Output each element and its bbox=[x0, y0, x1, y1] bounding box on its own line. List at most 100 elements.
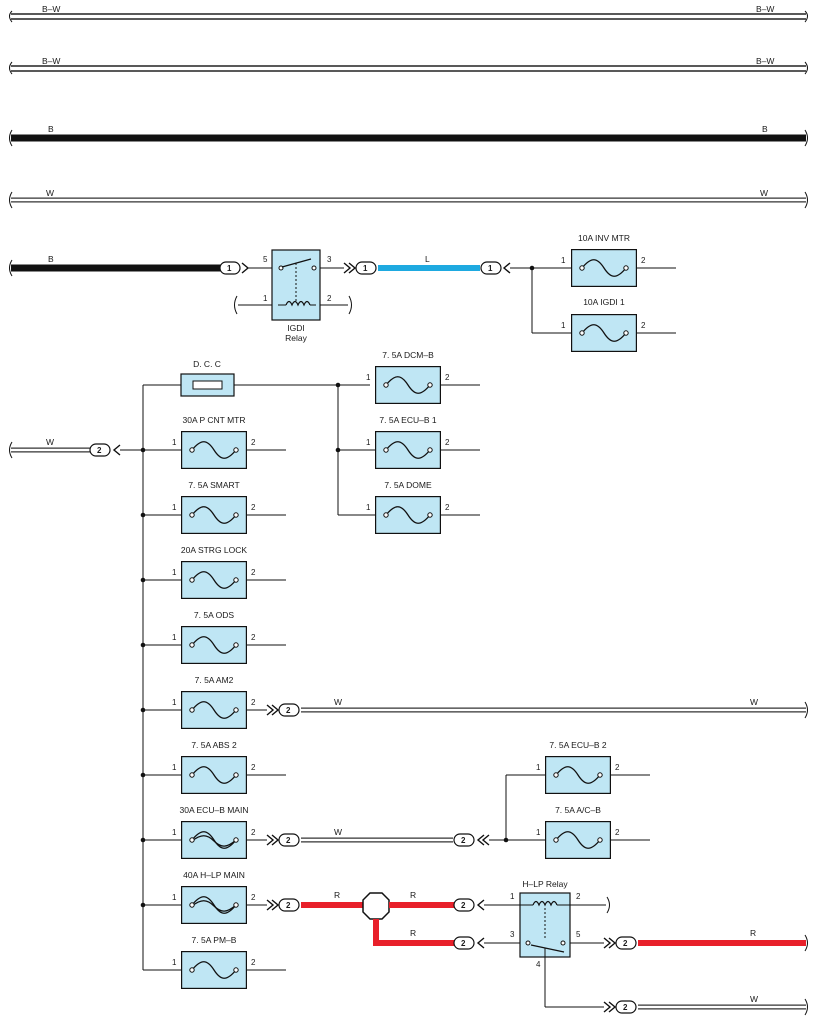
connector-2e-icon bbox=[278, 898, 300, 912]
fuse-ac-b-name: 7. 5A A/C–B bbox=[555, 805, 601, 815]
igdi-conn-right-label: 1 bbox=[488, 264, 493, 273]
igdi-row: B 1 5 3 1 2 IGDI Relay 1 L 1 bbox=[9, 249, 572, 343]
fuse-smart-name: 7. 5A SMART bbox=[188, 480, 239, 490]
fuse-dome-name: 7. 5A DOME bbox=[384, 480, 432, 490]
igdi-pin-1: 1 bbox=[263, 294, 268, 303]
fuse-p-cnt-mtr-name: 30A P CNT MTR bbox=[183, 415, 246, 425]
fuse-ods-name: 7. 5A ODS bbox=[194, 610, 234, 620]
fuse-am2-name: 7. 5A AM2 bbox=[195, 675, 234, 685]
igdi-pin-3: 3 bbox=[327, 255, 332, 264]
fuse-abs-2-pin1: 1 bbox=[172, 763, 177, 772]
connector-2f-icon bbox=[453, 898, 475, 912]
bus-w-right-label: W bbox=[760, 188, 768, 198]
fuse-ecu-b2-pin1: 1 bbox=[536, 763, 541, 772]
fuse-dcm-b-name: 7. 5A DCM–B bbox=[382, 350, 434, 360]
connector-1b-icon bbox=[355, 261, 377, 275]
bus-b-right-label: B bbox=[762, 124, 768, 134]
igdi-pin-2: 2 bbox=[327, 294, 332, 303]
igdi-relay-name-1: IGDI bbox=[287, 323, 304, 333]
fuse-ecu-b-main-name: 30A ECU–B MAIN bbox=[180, 805, 249, 815]
fuse-ods: 7. 5A ODS 1 2 bbox=[140, 610, 286, 664]
fuse-pm-b-name: 7. 5A PM–B bbox=[192, 935, 237, 945]
fuse-am2-pin1: 1 bbox=[172, 698, 177, 707]
fuse-h-lp-main-pin2: 2 bbox=[251, 893, 256, 902]
splice-point-icon bbox=[362, 892, 390, 920]
fuse-smart-pin1: 1 bbox=[172, 503, 177, 512]
fuse-p-cnt-mtr: 30A P CNT MTR 1 2 bbox=[172, 415, 286, 469]
fuse-pm-b: 7. 5A PM–B 1 2 bbox=[143, 935, 286, 989]
fuse-ecu-b1-name: 7. 5A ECU–B 1 bbox=[379, 415, 436, 425]
ecub-wire-label: W bbox=[334, 827, 342, 837]
hlp-pin-3: 3 bbox=[510, 930, 515, 939]
hlp-section: 2 R R R 2 2 H–LP Relay 1 2 3 4 5 bbox=[278, 879, 808, 1016]
igdi-pin-5: 5 bbox=[263, 255, 268, 264]
main-bus bbox=[142, 382, 370, 970]
bus-w-left-label: W bbox=[46, 188, 54, 198]
fuse-abs-2-pin2: 2 bbox=[251, 763, 256, 772]
ecub-conn-b-label: 2 bbox=[461, 836, 466, 845]
fuse-strg-lock-pin2: 2 bbox=[251, 568, 256, 577]
fuse-inv-mtr: 10A INV MTR 1 2 bbox=[561, 233, 676, 287]
fuse-am2-pin2: 2 bbox=[251, 698, 256, 707]
am2-wire-left-label: W bbox=[334, 697, 342, 707]
fuse-p-cnt-mtr-pin2: 2 bbox=[251, 438, 256, 447]
hlp-wire-r-out-label: R bbox=[750, 928, 756, 938]
fuse-pm-b-pin1: 1 bbox=[172, 958, 177, 967]
hlp-pin-1: 1 bbox=[510, 892, 515, 901]
fuse-dome: 7. 5A DOME 1 2 bbox=[338, 480, 480, 534]
connector-2-icon bbox=[89, 443, 111, 457]
igdi-relay-name-2: Relay bbox=[285, 333, 307, 343]
igdi-conn-mid-label: 1 bbox=[363, 264, 368, 273]
fuse-igdi-1-pin1: 1 bbox=[561, 321, 566, 330]
bus-bw-2-right-label: B–W bbox=[756, 56, 774, 66]
fuse-igdi-1-pin2: 2 bbox=[641, 321, 646, 330]
am2-conn-label: 2 bbox=[286, 706, 291, 715]
hlp-conn-b-label: 2 bbox=[461, 939, 466, 948]
fuse-strg-lock: 20A STRG LOCK 1 2 bbox=[140, 545, 286, 599]
fuse-ods-pin2: 2 bbox=[251, 633, 256, 642]
fuse-ecu-b2-name: 7. 5A ECU–B 2 bbox=[549, 740, 606, 750]
bus-b: B B bbox=[9, 124, 808, 147]
bus-bw-1: B–W B–W bbox=[9, 4, 808, 23]
connector-2d-icon bbox=[453, 833, 475, 847]
connector-1-icon bbox=[219, 261, 241, 275]
fuse-smart: 7. 5A SMART 1 2 bbox=[140, 480, 286, 534]
fuse-abs-2-name: 7. 5A ABS 2 bbox=[191, 740, 237, 750]
fuse-smart-pin2: 2 bbox=[251, 503, 256, 512]
hlp-wire-r3-label: R bbox=[410, 928, 416, 938]
fuse-dcm-b: 7. 5A DCM–B 1 2 bbox=[366, 350, 480, 404]
hlp-conn-a-label: 2 bbox=[461, 901, 466, 910]
hlp-pin-5: 5 bbox=[576, 930, 581, 939]
fuse-strg-lock-pin1: 1 bbox=[172, 568, 177, 577]
bus-b-left-label: B bbox=[48, 124, 54, 134]
hlp-pin-2: 2 bbox=[576, 892, 581, 901]
fuse-ecu-b-main: 30A ECU–B MAIN 1 2 2 W 2 bbox=[140, 774, 545, 859]
hlp-relay-name: H–LP Relay bbox=[522, 879, 568, 889]
bus-bw-2: B–W B–W bbox=[9, 56, 808, 75]
fuse-abs-2: 7. 5A ABS 2 1 2 bbox=[140, 740, 286, 794]
feed-wire-w: W 2 bbox=[9, 437, 181, 459]
fuse-dcc-name: D. C. C bbox=[193, 359, 221, 369]
hlp-wire-r2-label: R bbox=[410, 890, 416, 900]
fuse-dome-pin1: 1 bbox=[366, 503, 371, 512]
connector-2c-icon bbox=[278, 833, 300, 847]
fuse-dcm-b-pin2: 2 bbox=[445, 373, 450, 382]
feed-wire-label: W bbox=[46, 437, 54, 447]
hlp-pin-4: 4 bbox=[536, 960, 541, 969]
fuse-ecu-b-main-pin2: 2 bbox=[251, 828, 256, 837]
fuse-ecu-b1-pin1: 1 bbox=[366, 438, 371, 447]
fuse-ecu-b2-pin2: 2 bbox=[615, 763, 620, 772]
am2-wire-right-label: W bbox=[750, 697, 758, 707]
fuse-p-cnt-mtr-pin1: 1 bbox=[172, 438, 177, 447]
bus-bw-2-left-label: B–W bbox=[42, 56, 60, 66]
fuse-dcc: D. C. C bbox=[180, 359, 235, 397]
fuse-igdi-1-name: 10A IGDI 1 bbox=[583, 297, 625, 307]
fuse-h-lp-main-name: 40A H–LP MAIN bbox=[183, 870, 245, 880]
fuse-igdi-1: 10A IGDI 1 1 2 bbox=[561, 297, 676, 352]
fuse-ecu-b2: 7. 5A ECU–B 2 1 2 bbox=[536, 740, 650, 794]
bus-w: W W bbox=[9, 188, 808, 209]
igdi-conn-in-label: 1 bbox=[227, 264, 232, 273]
bus-bw-1-right-label: B–W bbox=[756, 4, 774, 14]
igdi-wire-b-label: B bbox=[48, 254, 54, 264]
